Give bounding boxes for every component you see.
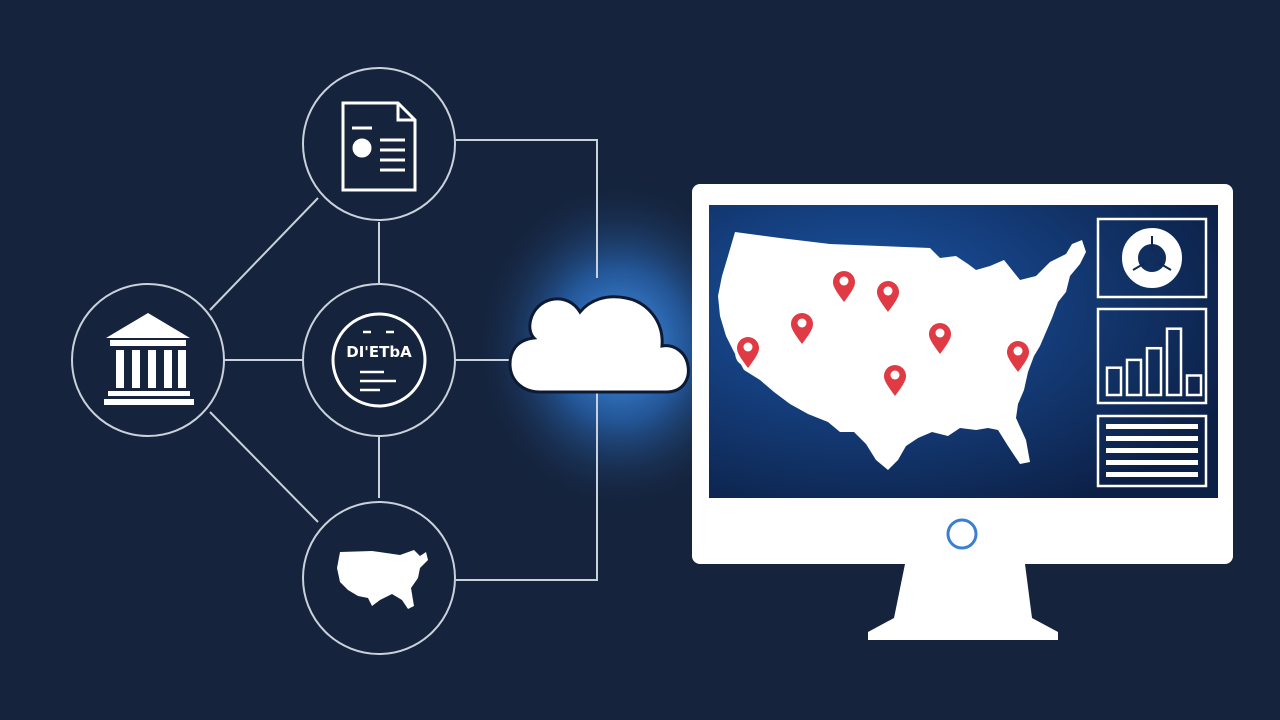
- usa-map-icon: [337, 550, 428, 609]
- certificate-icon: DI'ETbA: [331, 312, 427, 408]
- usa-map-icon: [718, 232, 1086, 470]
- cloud-icon: [508, 295, 690, 394]
- monitor-power-button: [946, 518, 978, 550]
- certificate-node: DI'ETbA: [302, 283, 456, 437]
- donut-chart-icon: [1122, 228, 1182, 288]
- bar: [1125, 358, 1143, 397]
- certificate-label: DI'ETbA: [346, 343, 412, 361]
- dashboard-widgets: [1096, 217, 1208, 488]
- bar-chart-icon: [1105, 327, 1203, 397]
- connector-lines: [209, 139, 598, 581]
- document-node: [302, 67, 456, 221]
- bank-icon: [104, 313, 194, 405]
- bar: [1185, 374, 1203, 397]
- donut-chart-widget: [1096, 217, 1208, 299]
- text-lines-icon: [1106, 424, 1198, 477]
- bank-node: [71, 283, 225, 437]
- bar-chart-widget: [1096, 307, 1208, 405]
- bar: [1105, 366, 1123, 397]
- monitor-stand: [868, 564, 1058, 640]
- document-icon: [341, 101, 417, 192]
- monitor: [692, 184, 1233, 640]
- bar: [1165, 327, 1183, 397]
- bar: [1145, 346, 1163, 397]
- text-lines-widget: [1096, 414, 1208, 488]
- usa-map-node: [302, 501, 456, 655]
